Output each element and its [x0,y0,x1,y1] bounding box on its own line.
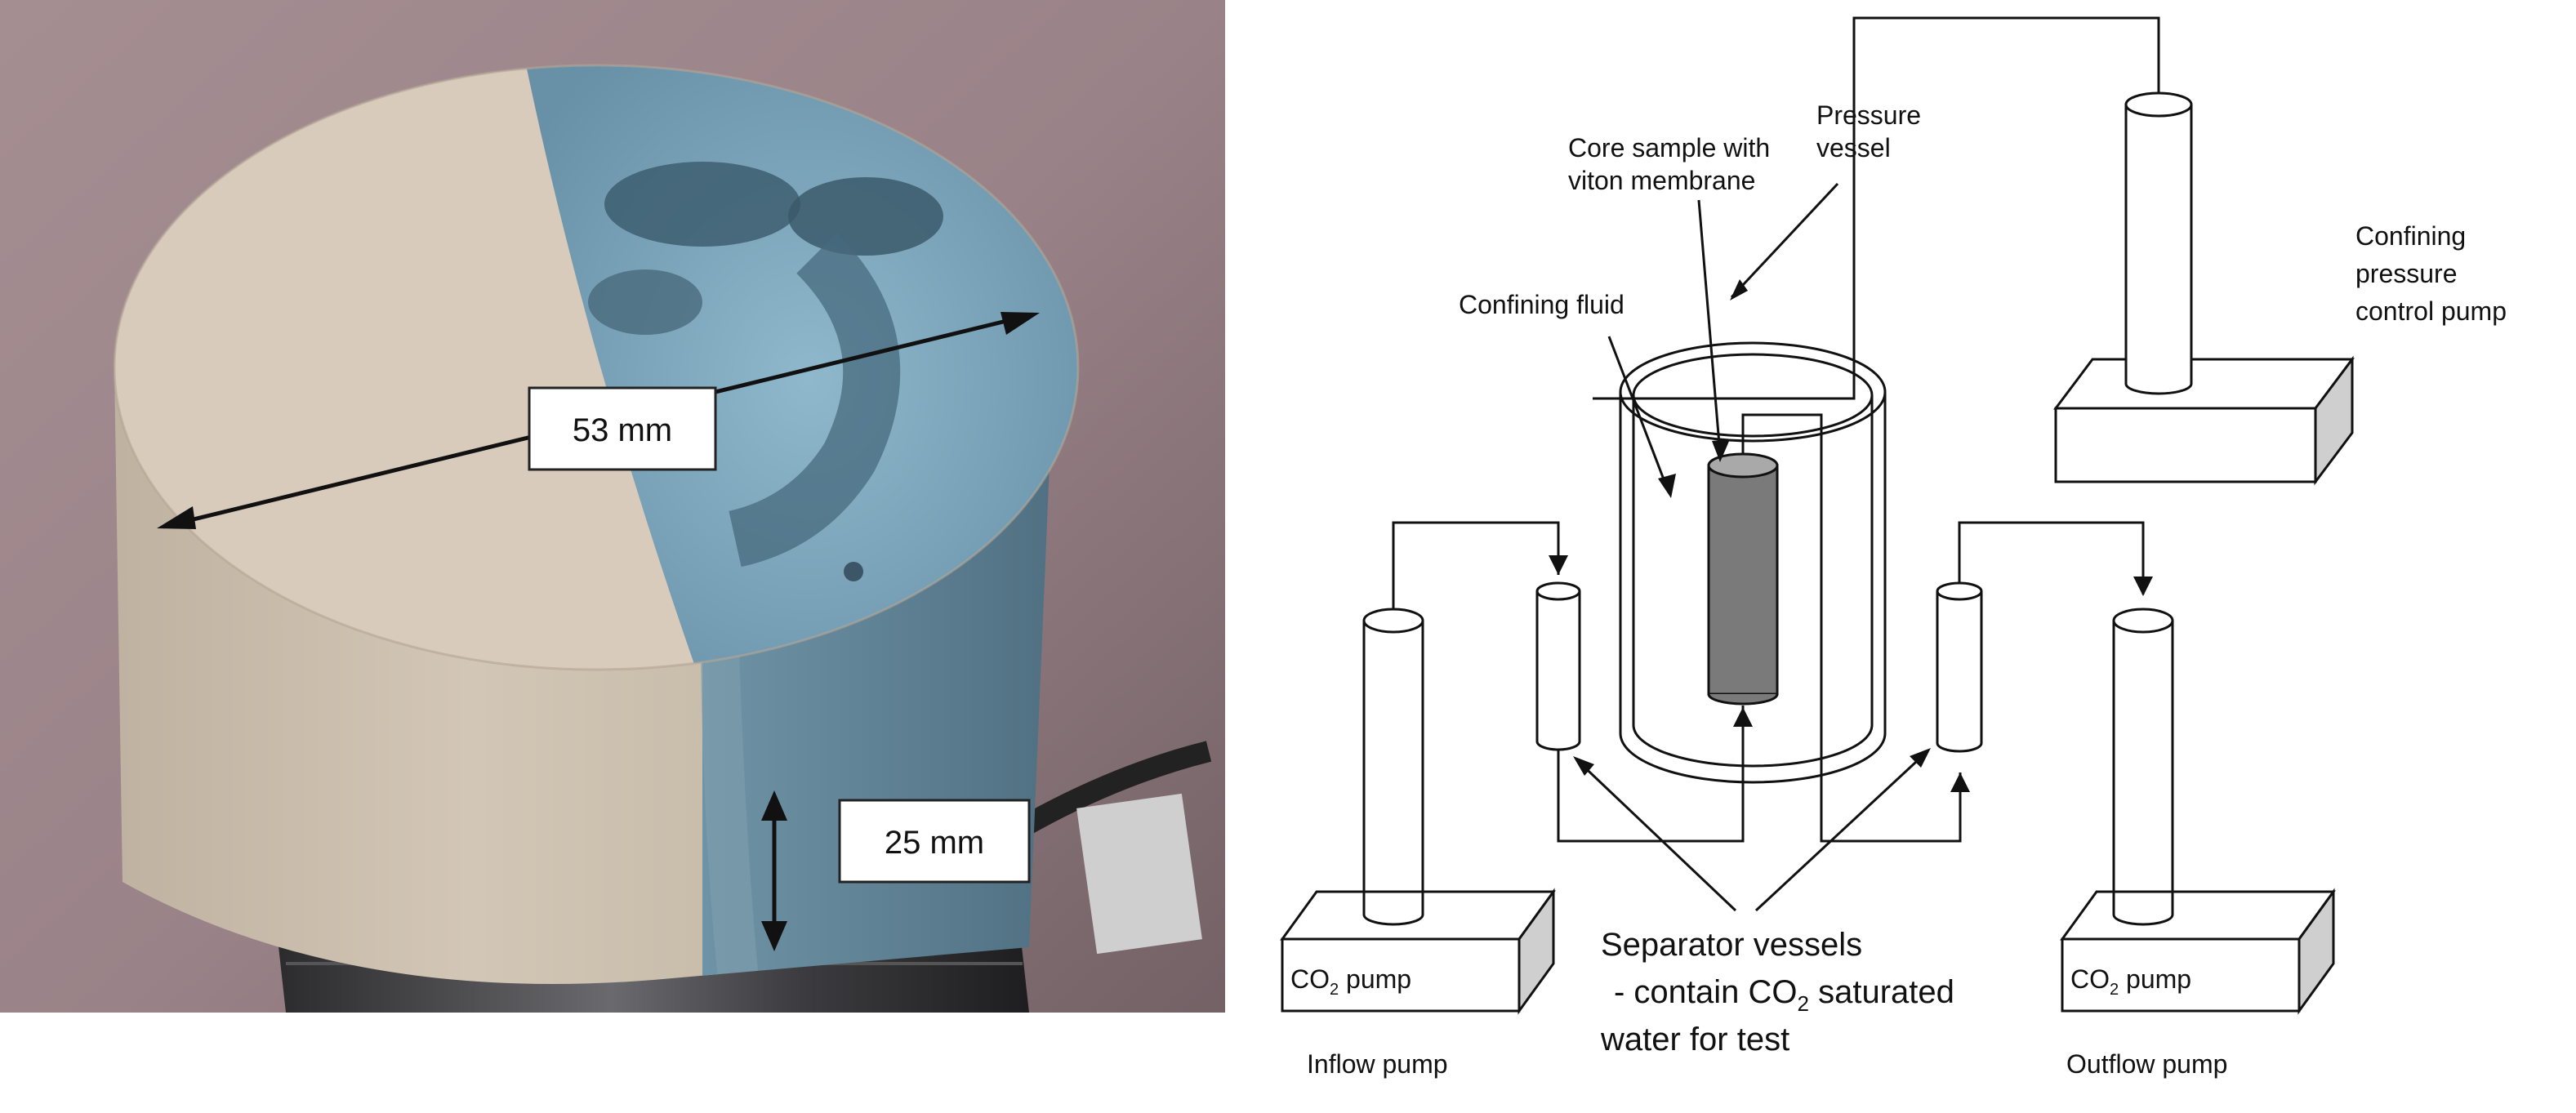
arrowheads [1549,279,2153,792]
photo-canvas: 53 mm 25 mm [0,0,1225,1109]
label-confining-fluid: Confining fluid [1459,290,1624,319]
inflow-separator-vessel [1535,581,1581,751]
inflow-core-line [1557,706,1745,843]
outflow-co2-pump [2060,608,2336,1015]
leader-separator-right [1754,750,1929,912]
core-sample [1707,452,1779,706]
apparatus-diagram: Core sample with viton membrane Pressure… [1250,0,2576,1109]
top-face-rim [113,64,1080,671]
label-inflow-pump: Inflow pump [1307,1049,1448,1079]
outflow-pump-line [1958,521,2145,594]
leader-confining-fluid [1607,336,1669,491]
label-core-sample-line1: Core sample with [1568,133,1770,162]
height-label-box [838,799,1031,884]
label-confining-pump-line1: Confining [2355,221,2466,251]
inflow-co2-pump [1280,608,1556,1015]
diagram-canvas: Core sample with viton membrane Pressure… [1280,16,2507,1079]
label-separator-line3: water for test [1600,1022,1789,1057]
inflow-pump-line [1392,521,1560,609]
cable [1007,741,1212,843]
label-co2-pump-right: CO2 pump [2070,964,2191,999]
core-sample-photo: 53 mm 25 mm [0,0,1225,1109]
confining-line [1593,16,2160,400]
leader-separator-left [1575,758,1737,912]
outflow-core-line [1741,413,1962,843]
diameter-label: 53 mm [573,412,672,448]
leader-core-sample [1697,199,1722,455]
label-separator-line2: - contain CO2 saturated [1614,974,1954,1016]
confining-pressure-pump [2053,91,2355,486]
label-confining-pump-line3: control pump [2355,296,2507,326]
label-separator-line1: Separator vessels [1601,927,1862,963]
outflow-separator-vessel [1936,581,1983,753]
height-arrowhead-bottom [761,921,787,951]
pressure-vessel [1619,341,1887,784]
photo-bottom-margin [0,1013,1225,1109]
height-arrowhead-top [761,790,787,821]
height-label: 25 mm [885,825,984,861]
label-pressure-vessel-line2: vessel [1816,133,1891,162]
tape-strip [1076,793,1202,955]
diameter-label-box [528,386,717,471]
label-confining-pump-line2: pressure [2355,259,2458,288]
cylinder-top-face [114,65,1078,670]
diameter-arrowhead-right [1001,312,1040,335]
diameter-arrowhead-left [157,506,196,529]
label-pressure-vessel-line1: Pressure [1816,100,1921,130]
label-co2-pump-left: CO2 pump [1290,964,1411,999]
label-core-sample-line2: viton membrane [1568,166,1755,195]
leader-pressure-vessel [1730,182,1839,299]
label-outflow-pump: Outflow pump [2066,1049,2227,1079]
